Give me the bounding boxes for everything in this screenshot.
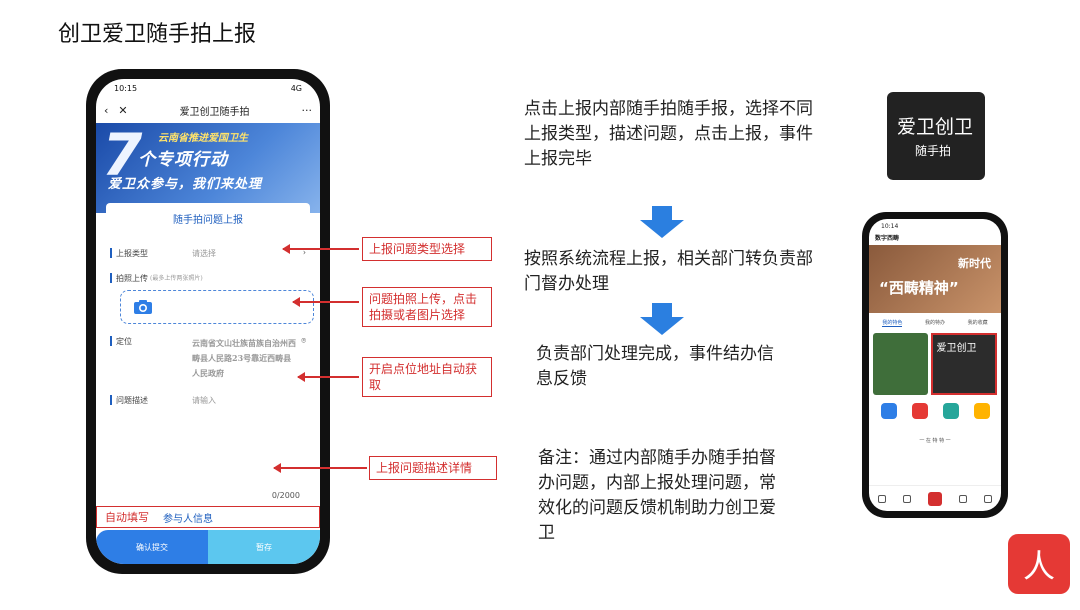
top-nav: ‹ ✕ 爱卫创卫随手拍 ···	[96, 97, 320, 123]
arrow-type	[282, 244, 359, 254]
row-marker	[110, 395, 112, 405]
annotation-location: 开启点位地址自动获取	[362, 357, 492, 397]
phone2-tabs: 我的特色 我的特办 我的收藏	[869, 313, 1001, 333]
annotation-type-select: 上报问题类型选择	[362, 237, 492, 261]
brand-logo: 人	[1008, 534, 1070, 594]
nav-title: 爱卫创卫随手拍	[179, 106, 250, 118]
save-draft-button[interactable]: 暂存	[208, 530, 320, 564]
nav-icon[interactable]	[902, 494, 911, 503]
nav-icon[interactable]	[959, 494, 968, 503]
phone2-icon-row	[869, 395, 1001, 421]
annotation-photo-upload: 问题拍照上传，点击拍摄或者图片选择	[362, 287, 492, 327]
autofill-bar: 自动填写 参与人信息	[96, 506, 320, 528]
status-time: 10:15	[114, 83, 138, 93]
phone2-section-title: 一 在 特 特 一	[919, 438, 951, 444]
service-icon[interactable]	[911, 403, 928, 419]
page-title: 创卫爱卫随手拍上报	[58, 22, 257, 47]
campaign-banner: 7 云南省推进爱国卫生 个专项行动 爱卫众参与，我们来处理	[96, 123, 320, 213]
banner-top-text: 云南省推进爱国卫生	[158, 133, 248, 144]
description-label: 问题描述	[116, 396, 148, 405]
photo-upload-label: 拍照上传	[116, 274, 148, 283]
confirm-submit-button[interactable]: 确认提交	[96, 530, 208, 564]
flow-step-2: 按照系统流程上报，相关部门转负责部门督办处理	[524, 249, 813, 294]
flow-step-3: 负责部门处理完成，事件结办信息反馈	[536, 344, 774, 389]
char-count: 0/2000	[271, 491, 300, 500]
row-marker	[110, 336, 112, 346]
location-label: 定位	[116, 337, 132, 346]
phone2-screen: 10:14 数字西畴 新时代 “西畴精神” 我的特色 我的特办 我的收藏 爱卫创…	[869, 219, 1001, 511]
more-icon[interactable]: ···	[301, 103, 313, 117]
phone2-tab-2[interactable]: 我的特办	[924, 320, 945, 326]
app-logo-tile: 爱卫创卫 随手拍	[887, 92, 985, 180]
location-pin-icon[interactable]: ⌾	[301, 336, 306, 345]
photo-upload-hint: (最多上传两张照片)	[150, 275, 203, 282]
logo-tile-line2: 随手拍	[915, 144, 952, 158]
row-marker	[110, 248, 112, 258]
service-icon[interactable]	[880, 403, 897, 419]
phone2-app-name: 数字西畴	[875, 235, 900, 242]
location-value: 云南省文山壮族苗族自治州西畴县人民路23号靠近西畴县人民政府	[192, 338, 296, 378]
report-type-row[interactable]: 上报类型 请选择 ›	[96, 248, 320, 259]
signal-indicator: 4G	[290, 83, 302, 93]
phone2-banner: 新时代 “西畴精神”	[869, 245, 1001, 313]
description-row: 问题描述 请输入	[96, 395, 320, 406]
phone-mockup-report-form: 10:15 4G ‹ ✕ 爱卫创卫随手拍 ··· 7 云南省推进爱国卫生 个专项…	[86, 69, 330, 574]
bottom-actions: 确认提交 暂存	[96, 530, 320, 564]
phone2-banner-top: 新时代	[958, 257, 991, 270]
flow-note: 备注：通过内部随手办随手拍督办问题，内部上报处理问题，常效化的问题反馈机制助力创…	[538, 448, 776, 543]
back-icon[interactable]: ‹	[104, 103, 109, 117]
phone2-tab-1[interactable]: 我的特色	[882, 320, 903, 327]
photo-upload-row: 拍照上传 (最多上传两张照片)	[96, 273, 320, 284]
autofill-label: 自动填写	[105, 511, 149, 524]
phone2-highlight-tile[interactable]: 爱卫创卫	[930, 333, 997, 395]
form-title: 随手拍问题上报	[106, 203, 310, 234]
phone2-tile-grid: 爱卫创卫	[869, 333, 1001, 395]
nav-home-icon[interactable]	[927, 491, 942, 506]
phone2-tab-3[interactable]: 我的收藏	[967, 320, 988, 326]
logo-tile-line1: 爱卫创卫	[897, 116, 974, 138]
banner-main-text: 个专项行动	[138, 150, 228, 170]
flow-step-1: 点击上报内部随手拍随手报，选择不同上报类型，描述问题，点击上报，事件上报完毕	[524, 99, 813, 169]
participant-info-link[interactable]: 参与人信息	[163, 513, 213, 525]
phone2-bottom-nav	[869, 485, 1001, 511]
report-type-select[interactable]: 请选择	[192, 249, 216, 258]
close-icon[interactable]: ✕	[118, 103, 128, 117]
status-bar: 10:15 4G	[96, 79, 320, 97]
flow-down-arrow	[640, 206, 684, 240]
camera-icon[interactable]	[133, 299, 153, 315]
phone2-time: 10:14	[881, 223, 899, 230]
arrow-location	[297, 372, 359, 382]
photo-upload-area[interactable]	[120, 290, 314, 324]
banner-number: 7	[102, 123, 143, 189]
nav-icon[interactable]	[877, 494, 886, 503]
flow-down-arrow	[640, 303, 684, 337]
phone2-banner-main: “西畴精神”	[879, 279, 959, 297]
arrow-photo	[292, 297, 359, 307]
service-icon[interactable]	[973, 403, 990, 419]
location-row: 定位 云南省文山壮族苗族自治州西畴县人民路23号靠近西畴县人民政府 ⌾	[96, 336, 320, 381]
report-type-label: 上报类型	[116, 249, 148, 258]
banner-slogan: 爱卫众参与，我们来处理	[108, 177, 263, 192]
phone-screen: 10:15 4G ‹ ✕ 爱卫创卫随手拍 ··· 7 云南省推进爱国卫生 个专项…	[96, 79, 320, 564]
chevron-right-icon: ›	[302, 248, 306, 257]
service-icon[interactable]	[942, 403, 959, 419]
phone2-tile[interactable]	[873, 333, 928, 395]
row-marker	[110, 273, 112, 283]
arrow-description	[273, 463, 367, 473]
annotation-description: 上报问题描述详情	[369, 456, 497, 480]
phone-mockup-home: 10:14 数字西畴 新时代 “西畴精神” 我的特色 我的特办 我的收藏 爱卫创…	[862, 212, 1008, 518]
nav-icon[interactable]	[984, 494, 993, 503]
description-input[interactable]: 请输入	[192, 396, 216, 405]
